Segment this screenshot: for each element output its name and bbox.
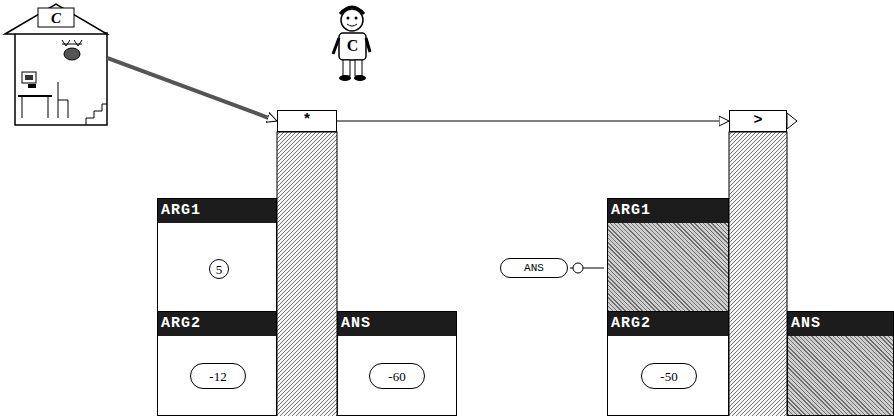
node-text: C <box>5 10 107 26</box>
node-text: ARG2 <box>608 312 728 336</box>
number-circle: 5 <box>209 259 229 279</box>
node-text: ARG1 <box>608 199 728 223</box>
node-text: * <box>302 113 311 129</box>
operation-box: > <box>729 110 787 132</box>
house-node: C <box>5 3 107 125</box>
operation-box: * <box>277 110 337 132</box>
hatched-column <box>277 132 337 416</box>
robot-leg <box>343 60 350 76</box>
robot-head <box>341 9 363 31</box>
node-text: ANS <box>338 312 456 336</box>
node-text: > <box>753 113 762 129</box>
node-text: ARG1 <box>158 199 276 223</box>
argument-panel: ARG2 -50 <box>607 311 729 416</box>
robot-foot <box>354 75 366 81</box>
node-text: ANS <box>524 262 544 274</box>
moose-head <box>64 48 80 60</box>
house-steps <box>86 104 107 125</box>
robot-mouth <box>347 24 357 26</box>
number-oval: -50 <box>641 363 697 389</box>
node-text: -50 <box>660 369 677 384</box>
node-text: -12 <box>209 369 226 384</box>
number-oval: -60 <box>369 363 425 389</box>
keyboard <box>28 84 36 88</box>
computer-monitor <box>22 72 36 83</box>
robot-eye <box>347 17 350 20</box>
argument-panel: ARG2 -12 <box>157 311 277 416</box>
robot-leg <box>355 60 362 76</box>
output-triangle <box>787 113 797 129</box>
connector <box>107 58 268 118</box>
answer-panel: ANS <box>787 311 894 416</box>
node-text: ARG2 <box>158 312 276 336</box>
robot-torso <box>339 33 366 60</box>
desk-leg <box>22 96 23 118</box>
computer-screen <box>25 75 33 80</box>
answer-pill: ANS <box>500 258 568 278</box>
desk <box>18 95 52 97</box>
robot-arms <box>333 38 370 54</box>
connector <box>337 121 719 122</box>
moose-antlers <box>62 40 82 46</box>
house-body <box>15 33 107 125</box>
robot-foot <box>339 75 351 81</box>
shirt-letter: C <box>339 37 366 55</box>
node-text: -60 <box>388 369 405 384</box>
plug-cap <box>573 263 583 273</box>
robot-eye <box>355 17 358 20</box>
chair <box>58 82 68 118</box>
node-text: 5 <box>216 262 223 277</box>
argument-panel: ARG1 <box>607 198 729 312</box>
node-text: ANS <box>788 312 893 336</box>
house-roof <box>5 4 107 34</box>
hatched-column <box>729 132 787 416</box>
number-oval: -12 <box>190 363 246 389</box>
answer-panel: ANS -60 <box>337 311 457 416</box>
argument-panel: ARG1 5 <box>157 198 277 312</box>
desk-leg <box>48 96 49 118</box>
